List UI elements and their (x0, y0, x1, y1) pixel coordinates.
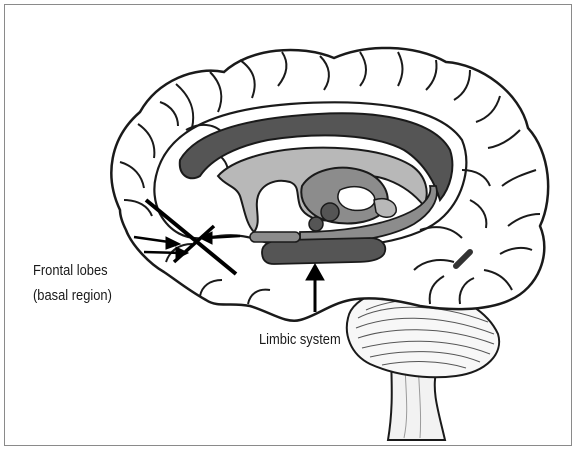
label-limbic-system: Limbic system (259, 330, 341, 350)
mammillary-body (321, 203, 339, 221)
amygdala (309, 217, 323, 231)
label-frontal-lobes: Frontal lobes (33, 261, 108, 281)
limbic-short-bar (250, 232, 300, 242)
label-basal-region: (basal region) (33, 286, 112, 306)
